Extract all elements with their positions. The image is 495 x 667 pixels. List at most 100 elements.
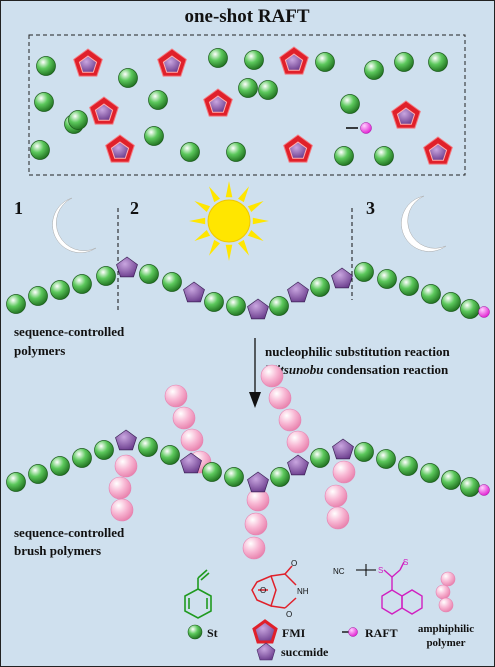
brush-polymer	[6, 364, 490, 560]
st-monomer-ball	[334, 146, 354, 166]
legend-st-label: St	[207, 626, 218, 640]
st-monomer-ball	[36, 56, 56, 76]
moon-icon	[401, 195, 447, 252]
reaction-label-2: Mitsunobu condensation reaction	[264, 362, 449, 377]
label-sequence-polymers-line2: polymers	[14, 343, 65, 358]
st-monomer-ball	[376, 449, 396, 469]
st-monomer-ball	[208, 48, 228, 68]
fmi-inner-pentagon	[288, 141, 308, 159]
raft-s-label-2: S	[403, 558, 408, 567]
moon-icon	[52, 197, 97, 253]
amphiphilic-polymer-ball	[268, 386, 292, 410]
fmi-nh-label: NH	[297, 587, 309, 596]
monomer-mixture	[30, 46, 453, 166]
fmi-inner-pentagon	[110, 141, 130, 159]
amphiphilic-polymer-ball	[242, 536, 266, 560]
legend-fmi-pentagon	[252, 619, 278, 644]
st-monomer-ball	[180, 142, 200, 162]
reaction-box	[28, 34, 466, 176]
raft-nc-label: NC	[333, 567, 345, 576]
st-monomer-ball	[441, 292, 461, 312]
st-monomer-ball	[364, 60, 384, 80]
sun-ray	[225, 181, 233, 198]
raft-chain-end-ball	[478, 484, 490, 496]
succmide-pentagon	[180, 452, 202, 474]
st-monomer-ball	[315, 52, 335, 72]
st-monomer-ball	[374, 146, 394, 166]
st-monomer-ball	[238, 78, 258, 98]
st-monomer-ball	[202, 462, 222, 482]
succmide-pentagon	[247, 298, 269, 320]
raft-chain-end-ball	[478, 306, 490, 318]
st-monomer-ball	[34, 92, 54, 112]
st-monomer-ball	[460, 477, 480, 497]
st-monomer-ball	[118, 68, 138, 88]
fmi-oxygen-bridge-label: O	[260, 586, 266, 595]
stage-1: 1	[14, 198, 23, 218]
st-monomer-ball	[204, 292, 224, 312]
fmi-inner-pentagon	[428, 143, 448, 161]
amphiphilic-polymer-ball	[438, 597, 454, 613]
raft-agent-ball	[360, 122, 372, 134]
st-monomer-ball	[420, 463, 440, 483]
amphiphilic-polymer-ball	[110, 498, 134, 522]
amphiphilic-polymer-ball	[435, 584, 451, 600]
st-monomer-ball	[72, 274, 92, 294]
reaction-label-2-rest: condensation reaction	[324, 362, 449, 377]
st-monomer-ball	[6, 472, 26, 492]
amphiphilic-polymer-ball	[114, 454, 138, 478]
st-monomer-ball	[224, 467, 244, 487]
sun-icon	[189, 181, 269, 261]
raft-s-label-1: S	[378, 566, 383, 575]
st-monomer-ball	[399, 276, 419, 296]
st-monomer-ball	[428, 52, 448, 72]
st-monomer-ball	[30, 140, 50, 160]
st-monomer-ball	[94, 440, 114, 460]
st-monomer-ball	[270, 467, 290, 487]
st-monomer-ball	[144, 126, 164, 146]
legend-fmi-label: FMI	[282, 626, 306, 640]
fmi-carbonyl-top-label: O	[291, 559, 297, 568]
sun-ray	[194, 230, 211, 241]
succmide-pentagon	[116, 256, 138, 278]
succmide-pentagon	[332, 438, 354, 460]
legend-amphiphilic-chain	[435, 571, 456, 613]
legend-raft-label: RAFT	[365, 626, 398, 640]
sun-ray	[252, 217, 269, 225]
amphiphilic-polymer-ball	[324, 484, 348, 508]
sun-ray	[189, 217, 206, 225]
sun-ray	[209, 239, 220, 256]
amphiphilic-polymer-ball	[180, 428, 204, 452]
amphiphilic-polymer-ball	[440, 571, 456, 587]
st-monomer-ball	[460, 299, 480, 319]
st-monomer-ball	[72, 448, 92, 468]
st-monomer-ball	[28, 464, 48, 484]
st-monomer-ball	[162, 272, 182, 292]
sun-ray	[194, 201, 211, 212]
stage-3: 3	[366, 198, 375, 218]
st-monomer-ball	[226, 142, 246, 162]
amphiphilic-polymer-ball	[332, 460, 356, 484]
fmi-structure-text: O O O NH	[260, 559, 309, 619]
st-monomer-ball	[160, 445, 180, 465]
legend-amphiphilic-line1: amphiphilic	[418, 623, 474, 635]
st-monomer-ball	[398, 456, 418, 476]
st-monomer-ball	[340, 94, 360, 114]
label-brush-polymers-line1: sequence-controlled	[14, 525, 125, 540]
st-monomer-ball	[6, 294, 26, 314]
succmide-pentagon	[287, 454, 309, 476]
sun-ray	[247, 230, 264, 241]
st-monomer-ball	[310, 277, 330, 297]
amphiphilic-polymer-ball	[164, 384, 188, 408]
stage-2: 2	[130, 198, 139, 218]
st-monomer-ball	[50, 456, 70, 476]
fmi-structure-icon	[251, 565, 297, 609]
reaction-label-1: nucleophilic substitution reaction	[265, 344, 450, 359]
label-sequence-polymers-line1: sequence-controlled	[14, 324, 125, 339]
st-monomer-ball	[139, 264, 159, 284]
fmi-inner-pentagon	[208, 95, 228, 113]
legend-succmide-label: succmide	[281, 645, 329, 659]
st-monomer-ball	[68, 110, 88, 130]
succmide-pentagon	[331, 267, 353, 289]
